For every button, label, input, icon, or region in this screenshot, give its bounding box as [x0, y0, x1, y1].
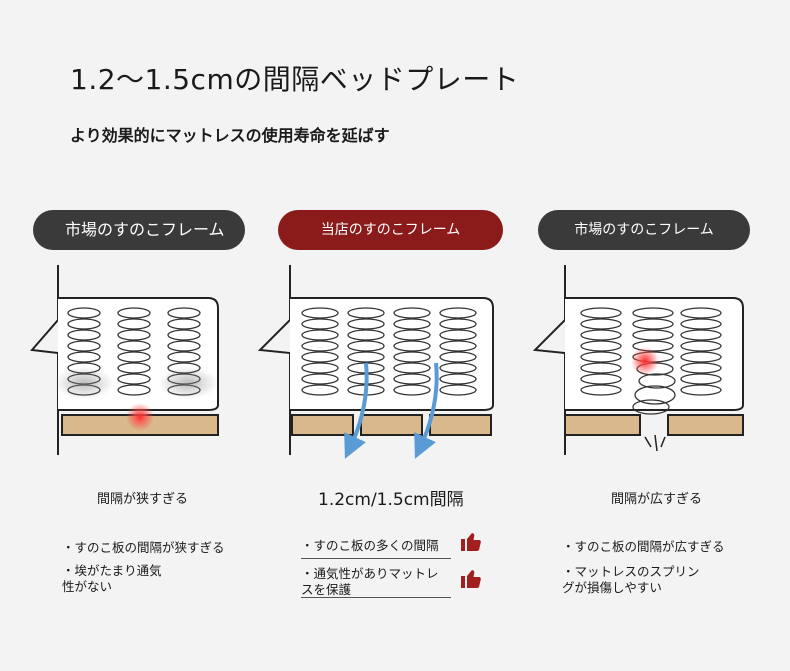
page-subtitle: より効果的にマットレスの使用寿命を延ばす [70, 126, 390, 145]
label-market-frame-narrow: 市場のすのこフレーム [33, 210, 245, 250]
mattress-wide-gap-illustration [533, 265, 744, 455]
bullet-item: ・マットレスのスプリン グが損傷しやすい [562, 564, 700, 595]
label-our-frame: 当店のすのこフレーム [278, 210, 503, 250]
label-market-frame-wide: 市場のすのこフレーム [538, 210, 750, 250]
bullet-item: ・すのこ板の間隔が狭すぎる [62, 540, 225, 555]
caption-wide: 間隔が広すぎる [611, 492, 703, 507]
bullet-item: ・すのこ板の間隔が広すぎる [562, 539, 725, 554]
page-title: 1.2～1.5cmの間隔ベッドプレート [70, 63, 520, 96]
caption-ideal: 1.2cm/1.5cm間隔 [318, 490, 464, 510]
bullet-item: ・埃がたまり通気 性がない [62, 563, 162, 594]
panel-label: 当店のすのこフレーム [320, 221, 461, 238]
bullet-item: ・通気性がありマットレ スを保護 [301, 566, 439, 597]
divider [301, 597, 451, 598]
mattress-ideal-gap-illustration [258, 265, 494, 459]
mattress-narrow-gap-illustration [30, 265, 219, 455]
divider [301, 558, 451, 559]
bullet-item: ・すのこ板の多くの間隔 [301, 538, 439, 553]
thumbs-up-icon [461, 570, 481, 588]
panel-label: 市場のすのこフレーム [65, 219, 225, 239]
caption-narrow: 間隔が狭すぎる [97, 492, 189, 507]
panel-label: 市場のすのこフレーム [574, 221, 714, 238]
thumbs-up-icon [461, 533, 481, 551]
